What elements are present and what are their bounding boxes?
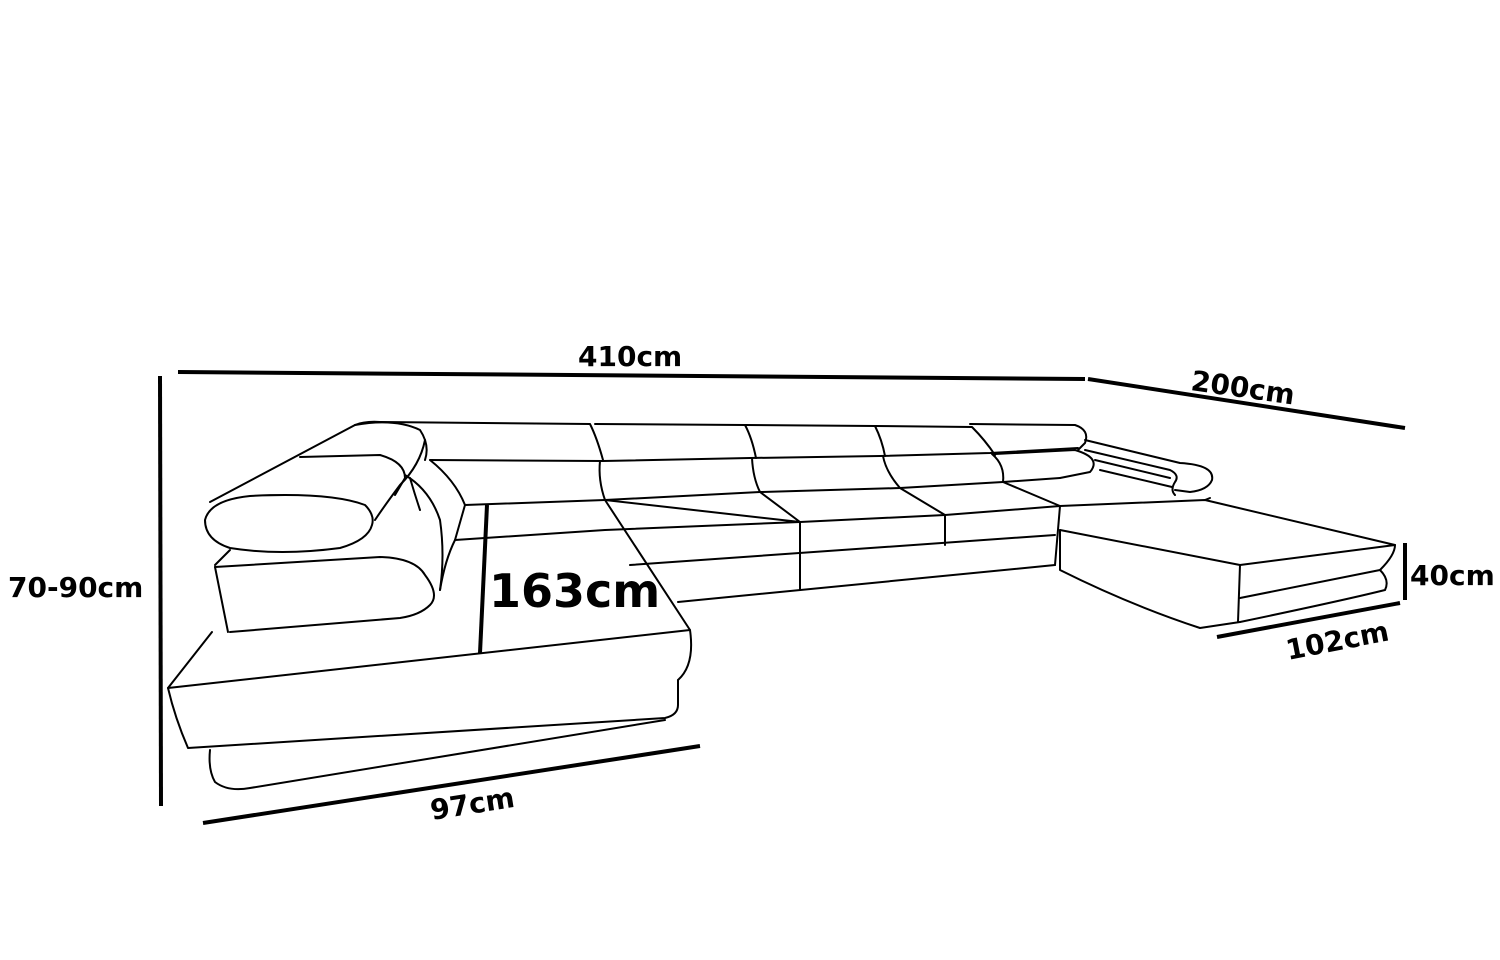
dim-line-left-depth [478, 504, 489, 654]
dim-line-left-width [202, 744, 701, 825]
sofa-outline [167, 420, 1396, 791]
label-height: 70-90cm [8, 571, 143, 604]
dim-line-right-depth [1087, 377, 1406, 430]
label-seat-height: 40cm [1410, 559, 1495, 592]
dimension-lines [158, 370, 1407, 825]
label-left-depth: 163cm [489, 564, 660, 618]
label-total-width: 410cm [578, 340, 682, 373]
dim-line-right-width [1216, 601, 1401, 639]
dimension-labels: 410cm 200cm 70-90cm 163cm 97cm 40cm 102c… [8, 340, 1495, 827]
label-right-depth: 200cm [1189, 364, 1297, 411]
dim-line-height [158, 375, 163, 807]
dim-line-total-width [177, 370, 1086, 381]
